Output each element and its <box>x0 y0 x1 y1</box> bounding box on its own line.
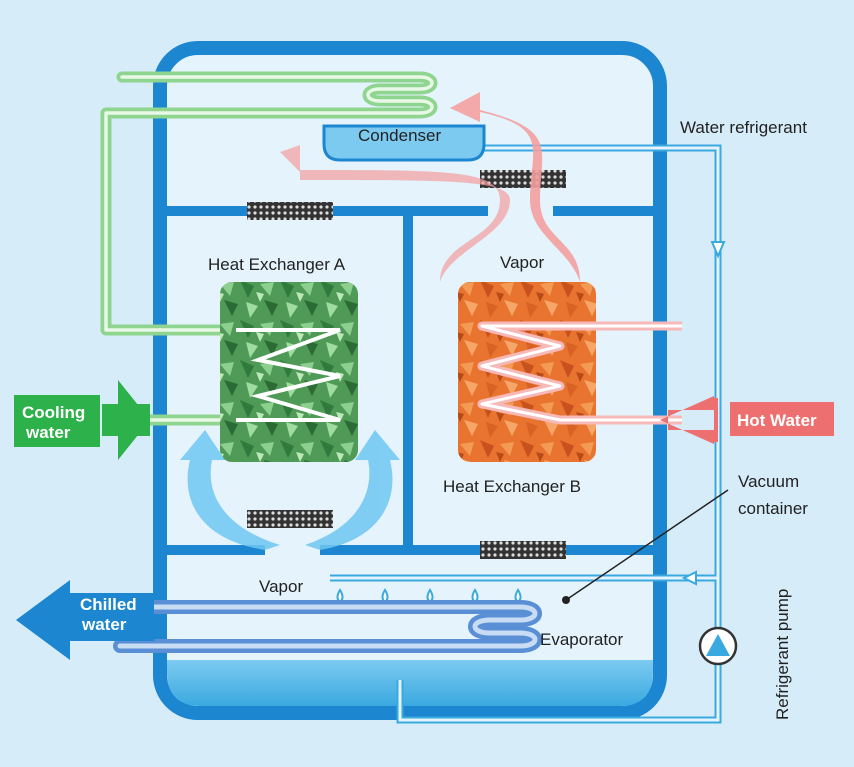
vacuum-container-label-2: container <box>738 499 808 518</box>
chilled-water-label-2: water <box>81 615 127 634</box>
chilled-water-arrow <box>16 580 154 660</box>
condenser-label: Condenser <box>358 126 442 145</box>
vapor-bottom-label: Vapor <box>259 577 303 596</box>
valve-top-right <box>480 170 566 188</box>
hot-water-arrow <box>660 396 718 444</box>
cooling-water-arrow <box>102 380 150 460</box>
valve-bottom-right <box>480 541 566 559</box>
vapor-flow-top <box>280 92 580 282</box>
cooling-water-label-1: Cooling <box>22 403 85 422</box>
vapor-top-label: Vapor <box>500 253 544 272</box>
flow-arrow-icon <box>681 570 697 586</box>
vacuum-container-label-1: Vacuum <box>738 472 799 491</box>
hot-water-label: Hot Water <box>737 411 817 430</box>
mesh-valves <box>247 170 566 559</box>
valve-bottom-left <box>247 510 333 528</box>
refrigerant-pump-label: Refrigerant pump <box>773 589 792 720</box>
valve-top-left <box>247 202 333 220</box>
refrigerant-pump-icon <box>698 626 738 666</box>
chilled-water-label-1: Chilled <box>80 595 137 614</box>
hot-water-tag <box>730 402 834 436</box>
vapor-flow-bottom <box>180 430 400 550</box>
heat-exchanger-a-label: Heat Exchanger A <box>208 255 346 274</box>
heat-exchanger-a <box>220 282 358 462</box>
heat-exchanger-b <box>458 282 682 462</box>
cooling-water-label-2: water <box>25 423 71 442</box>
cooling-water-tag <box>14 395 100 447</box>
condenser <box>322 124 486 162</box>
flow-arrow-icon <box>710 241 726 259</box>
vacuum-pointer <box>562 489 729 604</box>
evaporator-label: Evaporator <box>540 630 623 649</box>
heat-exchanger-b-label: Heat Exchanger B <box>443 477 581 496</box>
water-refrigerant-label: Water refrigerant <box>680 118 807 137</box>
